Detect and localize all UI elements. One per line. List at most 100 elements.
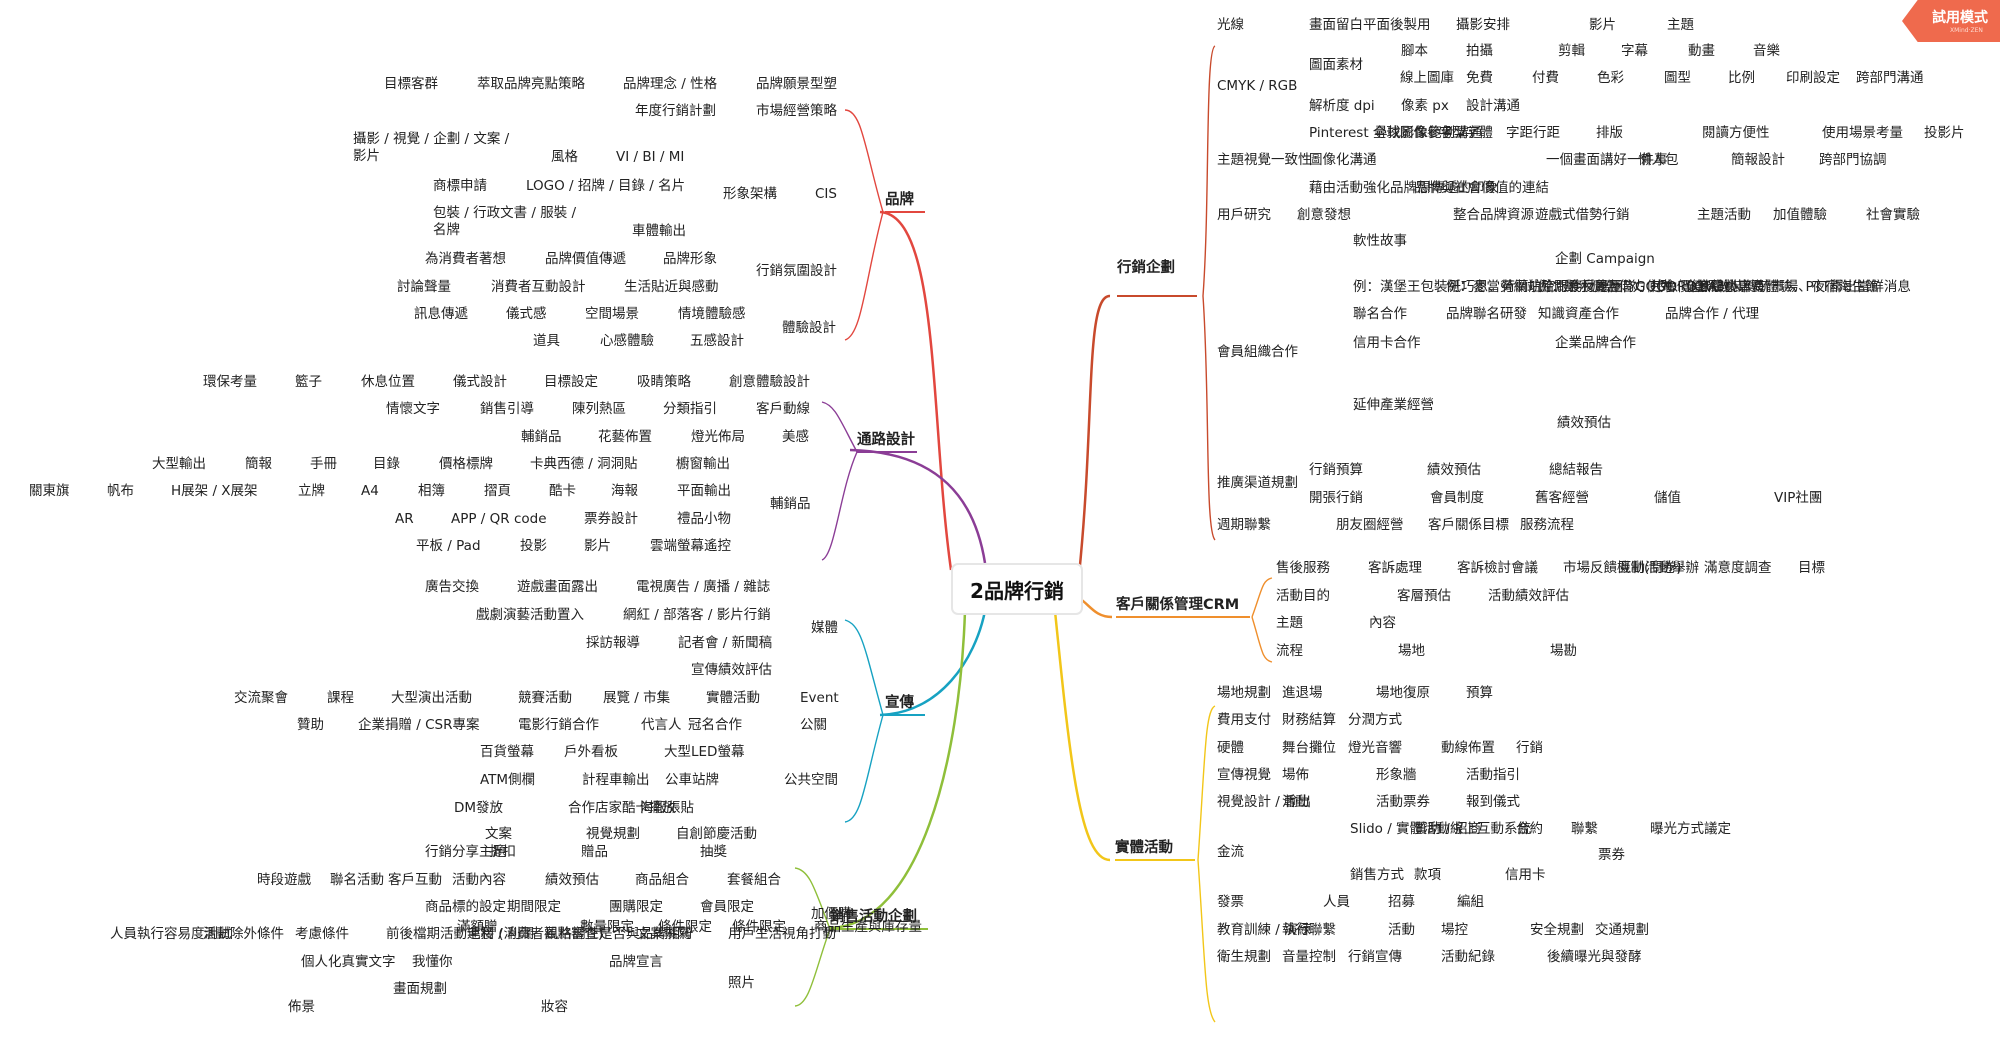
subtopic[interactable]: 銷售方式 [1350, 867, 1404, 883]
subtopic[interactable]: 光線 [1217, 17, 1244, 33]
subtopic[interactable]: 舊客經營 [1535, 490, 1589, 506]
subtopic[interactable]: 消費者互動設計 [491, 279, 586, 295]
subtopic[interactable]: 贈品 [581, 844, 608, 860]
trial-mode-badge[interactable]: 試用模式 XMind·ZEN [1902, 0, 2000, 42]
subtopic[interactable]: 影片 [1589, 17, 1616, 33]
subtopic[interactable]: 推廣渠道規劃 [1217, 475, 1298, 491]
subtopic[interactable]: 活動票券 [1376, 794, 1430, 810]
subtopic[interactable]: 公車站牌 [665, 772, 719, 788]
subtopic[interactable]: 訊息傳遞 [414, 306, 468, 322]
subtopic[interactable]: 投影 [520, 538, 547, 554]
subtopic[interactable]: 體驗設計 [782, 320, 836, 336]
subtopic[interactable]: 活動 [1282, 794, 1309, 810]
subtopic[interactable]: 一個畫面講好一件事 [1546, 152, 1668, 168]
subtopic[interactable]: 視覺設計 / 輸出 [1217, 794, 1312, 810]
subtopic[interactable]: 大型演出活動 [391, 690, 472, 706]
subtopic[interactable]: 安全規劃 [1530, 922, 1584, 938]
subtopic[interactable]: 形象架構 [723, 186, 777, 202]
subtopic[interactable]: 自創節慶活動 [676, 826, 757, 842]
subtopic[interactable]: 平面輸出 [677, 483, 731, 499]
subtopic[interactable]: 加價購 [811, 906, 852, 922]
subtopic[interactable]: 宣傳視覺 [1217, 767, 1271, 783]
subtopic[interactable]: 媒體 [811, 620, 838, 636]
subtopic[interactable]: 公共空間 [784, 772, 838, 788]
subtopic[interactable]: 流程 [1276, 643, 1303, 659]
subtopic[interactable]: 視覺規劃 [586, 826, 640, 842]
subtopic[interactable]: 競賽活動 [518, 690, 572, 706]
subtopic[interactable]: 吸睛策略 [637, 374, 691, 390]
subtopic[interactable]: 互動活動舉辦 [1618, 560, 1699, 576]
subtopic[interactable]: 贊助 [297, 717, 324, 733]
subtopic[interactable]: 行銷 [1516, 740, 1543, 756]
subtopic[interactable]: 活動目的 [1276, 588, 1330, 604]
subtopic[interactable]: 曝光方式議定 [1650, 821, 1731, 837]
subtopic[interactable]: 計程車輸出 [582, 772, 650, 788]
subtopic[interactable]: 票券 [1598, 847, 1625, 863]
subtopic[interactable]: 客訴處理 [1368, 560, 1422, 576]
subtopic[interactable]: 設計溝通 [1466, 98, 1520, 114]
subtopic[interactable]: 行銷分享主題 [425, 844, 506, 860]
subtopic[interactable]: 知識資產合作 [1538, 306, 1619, 322]
subtopic[interactable]: 條件限定 [732, 919, 786, 935]
subtopic[interactable]: 商品標的設定 [425, 899, 506, 915]
subtopic[interactable]: 花藝佈置 [598, 429, 652, 445]
subtopic[interactable]: 手冊 [310, 456, 337, 472]
subtopic[interactable]: 剪輯 [1558, 43, 1585, 59]
subtopic[interactable]: 企業品牌合作 [1555, 335, 1636, 351]
subtopic[interactable]: 像素 px [1401, 98, 1449, 114]
subtopic[interactable]: ATM側欄 [480, 772, 536, 788]
subtopic[interactable]: 票券設計 [584, 511, 638, 527]
subtopic[interactable]: 主題 [1667, 17, 1694, 33]
subtopic[interactable]: 大型輸出 [152, 456, 206, 472]
subtopic[interactable]: 會員限定 [700, 899, 754, 915]
subtopic[interactable]: 關東旗 [29, 483, 70, 499]
subtopic[interactable]: 品牌形象 [663, 251, 717, 267]
subtopic[interactable]: 硬體 [1217, 740, 1244, 756]
subtopic[interactable]: 遊戲畫面露出 [517, 579, 598, 595]
subtopic[interactable]: 售後服務 [1276, 560, 1330, 576]
subtopic[interactable]: 品牌價值傳遞 [545, 251, 626, 267]
subtopic[interactable]: 風格 [551, 149, 578, 165]
subtopic[interactable]: 為消費者著想 [425, 251, 506, 267]
subtopic[interactable]: 卡典西德 / 洞洞貼 [530, 456, 638, 472]
subtopic[interactable]: 免費 [1466, 70, 1493, 86]
subtopic[interactable]: 印刷設定 [1786, 70, 1840, 86]
subtopic[interactable]: 採訪報導 [586, 635, 640, 651]
subtopic[interactable]: 社會實驗 [1866, 207, 1920, 223]
subtopic[interactable]: 例：麥當勞網站給問食材履歷、GOGORO無聲機車海 [1446, 279, 1765, 295]
subtopic[interactable]: 場勘 [1550, 643, 1577, 659]
subtopic[interactable]: 文案撰寫 [637, 926, 691, 942]
subtopic[interactable]: 軟性故事 [1353, 233, 1407, 249]
subtopic[interactable]: 預算 [1466, 685, 1493, 701]
subtopic[interactable]: 動畫 [1688, 43, 1715, 59]
subtopic[interactable]: 信用卡合作 [1353, 335, 1421, 351]
subtopic[interactable]: 創意發想 [1297, 207, 1351, 223]
subtopic[interactable]: 代言人 [641, 717, 682, 733]
subtopic[interactable]: 企業捐贈 / CSR專案 [358, 717, 480, 733]
subtopic[interactable]: 大型LED螢幕 [664, 744, 745, 760]
subtopic[interactable]: 客戶關係目標 [1428, 517, 1509, 533]
subtopic[interactable]: 影片 [584, 538, 611, 554]
subtopic[interactable]: 空間場景 [585, 306, 639, 322]
subtopic[interactable]: 腳本 [1401, 43, 1428, 59]
subtopic[interactable]: 毛利 / 利潤 [467, 926, 535, 942]
subtopic[interactable]: 付費 [1532, 70, 1559, 86]
subtopic[interactable]: 音量控制 [1282, 949, 1336, 965]
subtopic[interactable]: 週期聯繫 [1217, 517, 1271, 533]
subtopic[interactable]: 品牌與社會價值的連結 [1414, 180, 1549, 196]
subtopic[interactable]: 畫面規劃 [393, 981, 447, 997]
subtopic[interactable]: 績效預估 [1557, 415, 1611, 431]
subtopic[interactable]: 活動紀錄 [1441, 949, 1495, 965]
subtopic[interactable]: 活動 [1388, 922, 1415, 938]
subtopic[interactable]: 道具 [533, 333, 560, 349]
subtopic[interactable]: 品牌合作 / 代理 [1665, 306, 1760, 322]
subtopic[interactable]: 燈光佈局 [691, 429, 745, 445]
subtopic[interactable]: 例：對手廣告借力使力、IKEA改裝傳統市場、夜宿海生館 [1538, 279, 1880, 295]
subtopic[interactable]: 櫥窗輸出 [676, 456, 730, 472]
subtopic[interactable]: 績效預估 [545, 872, 599, 888]
subtopic[interactable]: 行銷宣傳 [1348, 949, 1402, 965]
subtopic[interactable]: 銷售引導 [480, 401, 534, 417]
subtopic[interactable]: 服務流程 [1520, 517, 1574, 533]
subtopic[interactable]: 衛生規劃 [1217, 949, 1271, 965]
subtopic[interactable]: 延伸產業經營 [1353, 397, 1434, 413]
